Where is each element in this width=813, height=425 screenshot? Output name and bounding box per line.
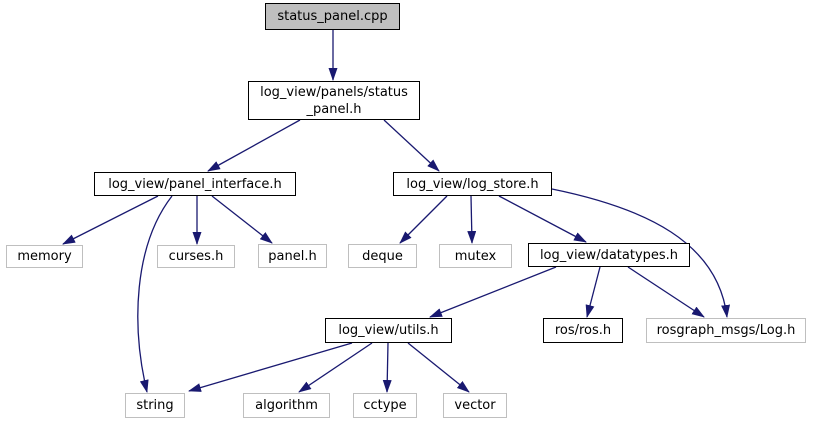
edge-status_panel_h-to-log_store_h bbox=[383, 119, 440, 172]
edge-log_store_h-to-mutex bbox=[467, 195, 477, 244]
node-label: panel.h bbox=[268, 248, 317, 264]
node-rosgraph-msgs-log-h: rosgraph_msgs/Log.h bbox=[646, 318, 806, 343]
edge-log_store_h-to-rosgraph_msgs_log_h bbox=[551, 188, 731, 318]
node-label-line2: _panel.h bbox=[306, 101, 362, 117]
node-label: algorithm bbox=[255, 398, 318, 413]
node-mutex: mutex bbox=[439, 244, 512, 268]
node-label: curses.h bbox=[168, 249, 224, 264]
node-ros-ros-h[interactable]: ros/ros.h bbox=[543, 318, 623, 343]
node-panel-h: panel.h bbox=[258, 244, 327, 268]
node-label: memory bbox=[17, 249, 72, 264]
edge-datatypes_h-to-rosgraph_msgs_log_h bbox=[627, 266, 705, 318]
edge-log_store_h-to-deque bbox=[399, 195, 448, 244]
node-status-panel-cpp: status_panel.cpp bbox=[265, 3, 400, 30]
node-label: mutex bbox=[454, 248, 497, 264]
node-vector: vector bbox=[443, 393, 507, 418]
node-cctype: cctype bbox=[353, 393, 417, 418]
node-memory: memory bbox=[6, 245, 83, 268]
edge-panel_interface_h-to-panel_h bbox=[211, 195, 273, 244]
node-label: vector bbox=[454, 398, 496, 413]
node-label: rosgraph_msgs/Log.h bbox=[656, 323, 796, 338]
node-label: string bbox=[136, 398, 174, 413]
edge-utils_h-to-cctype bbox=[382, 342, 392, 393]
node-deque: deque bbox=[348, 244, 417, 268]
node-panel-interface-h[interactable]: log_view/panel_interface.h bbox=[94, 172, 296, 196]
edge-panel_interface_h-to-memory bbox=[62, 195, 159, 245]
node-log-store-h[interactable]: log_view/log_store.h bbox=[393, 172, 552, 196]
node-label: log_view/utils.h bbox=[338, 323, 439, 338]
edge-utils_h-to-vector bbox=[407, 342, 470, 393]
node-label: status_panel.cpp bbox=[277, 9, 388, 24]
node-datatypes-h[interactable]: log_view/datatypes.h bbox=[528, 243, 690, 267]
edge-datatypes_h-to-utils_h bbox=[429, 266, 557, 318]
node-label: log_view/panel_interface.h bbox=[108, 176, 282, 192]
node-utils-h[interactable]: log_view/utils.h bbox=[325, 318, 452, 343]
node-label: cctype bbox=[363, 398, 407, 413]
node-label: log_view/datatypes.h bbox=[539, 247, 679, 263]
edge-log_store_h-to-datatypes_h bbox=[498, 195, 587, 243]
edge-utils_h-to-string bbox=[188, 342, 353, 392]
node-label-line1: log_view/panels/status bbox=[260, 84, 408, 100]
edge-panel_interface_h-to-string bbox=[137, 195, 173, 393]
node-curses-h: curses.h bbox=[157, 245, 235, 268]
node-string: string bbox=[125, 393, 185, 418]
edge-utils_h-to-algorithm bbox=[298, 342, 373, 393]
node-label: ros/ros.h bbox=[554, 323, 612, 338]
node-label: log_view/log_store.h bbox=[406, 176, 539, 192]
node-label: deque bbox=[362, 248, 403, 264]
edge-status_panel_h-to-panel_interface_h bbox=[207, 119, 301, 172]
node-status-panel-h[interactable]: log_view/panels/status _panel.h bbox=[248, 81, 420, 120]
node-algorithm: algorithm bbox=[243, 393, 330, 418]
edge-datatypes_h-to-ros_ros_h bbox=[585, 266, 601, 318]
